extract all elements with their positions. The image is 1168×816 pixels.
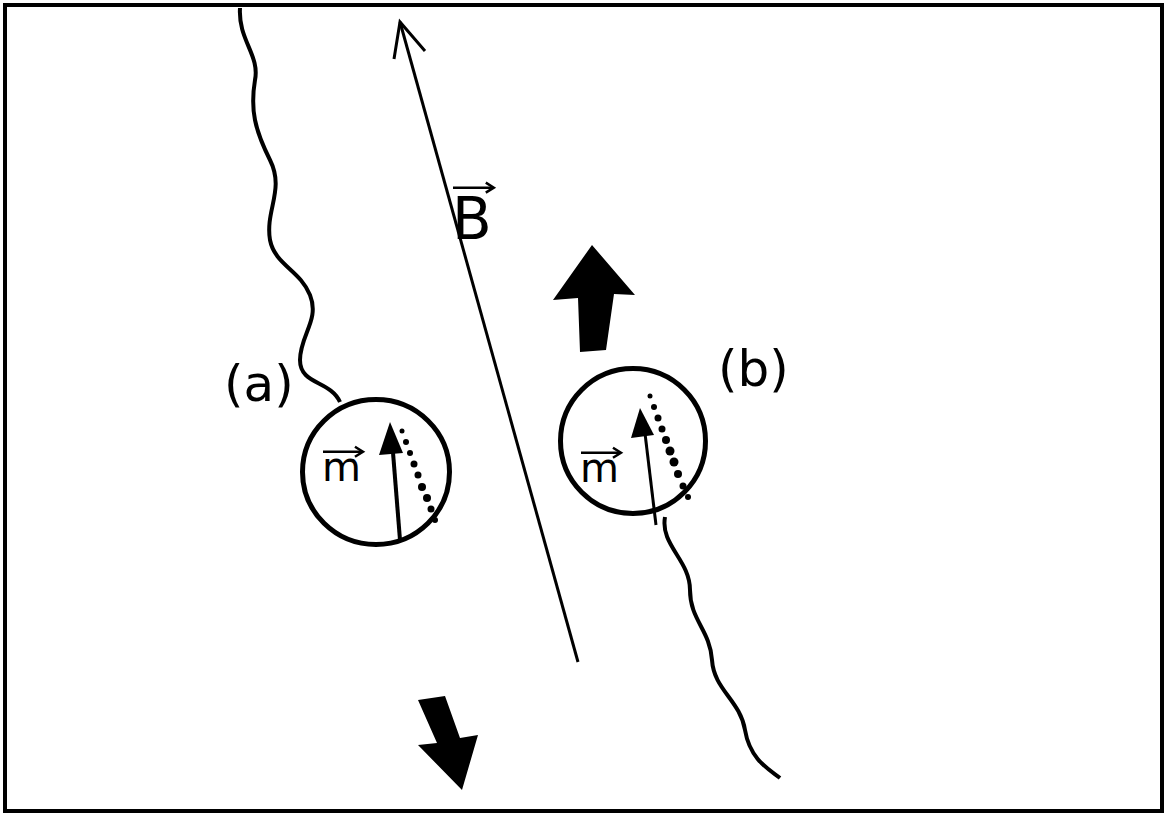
cell-outline [558, 366, 708, 516]
moment-arrowhead [631, 408, 654, 438]
bacterium-cell: (a)m [300, 397, 452, 547]
bacterium-cell: (b)m [558, 366, 708, 516]
moment-symbol: m [580, 448, 619, 488]
motion-arrow [418, 696, 478, 790]
cell-label: (b) [718, 344, 789, 394]
moment-symbol: m [322, 447, 361, 487]
moment-arrowhead [379, 422, 403, 455]
flagellum [240, 8, 340, 402]
field-arrowhead [394, 22, 425, 59]
magnetosome-chain [648, 394, 692, 501]
moment-arrow [392, 440, 400, 540]
vector-arrow [453, 186, 492, 189]
cell-label: (a) [224, 359, 294, 409]
frame [5, 5, 1162, 811]
magnetosome-chain [400, 429, 439, 524]
flagellum [664, 517, 780, 778]
motion-arrow [553, 245, 635, 352]
field-arrow [400, 22, 578, 662]
field-symbol: B [452, 190, 492, 248]
